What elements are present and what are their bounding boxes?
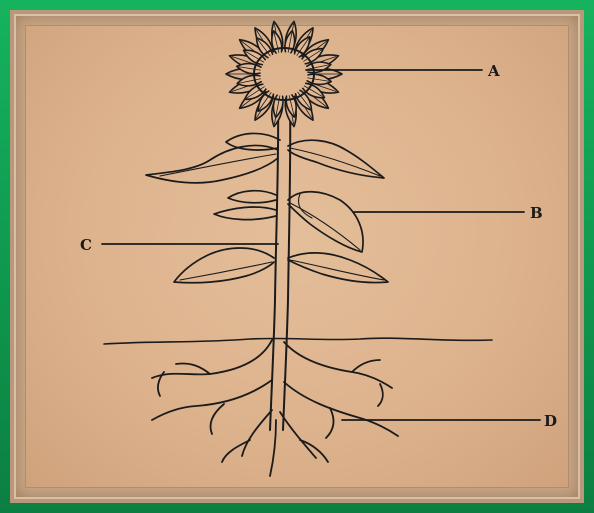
label-b-group: B	[354, 204, 543, 222]
soil-line	[104, 338, 492, 344]
label-d: D	[544, 412, 557, 430]
label-b: B	[530, 204, 543, 222]
flower-head	[226, 21, 342, 126]
label-a: A	[487, 62, 500, 80]
label-c: C	[80, 236, 92, 254]
roots	[152, 340, 398, 476]
leaves	[146, 133, 388, 282]
label-d-group: D	[342, 412, 557, 430]
label-c-group: C	[80, 236, 278, 254]
